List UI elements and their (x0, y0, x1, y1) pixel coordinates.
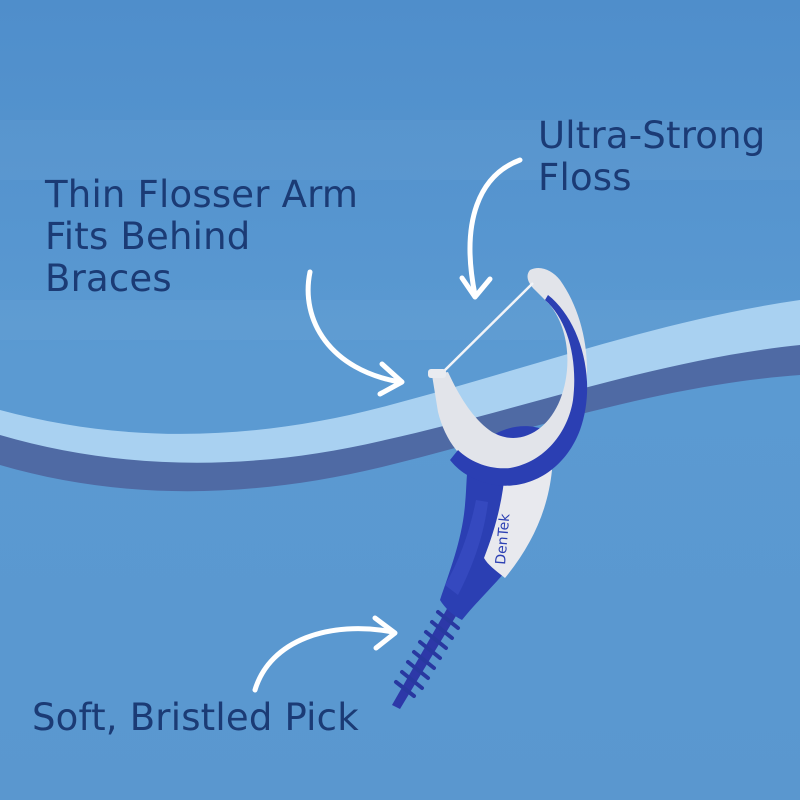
handle-inlay (484, 464, 552, 578)
floss-string (439, 282, 534, 376)
handle-grip (445, 500, 488, 595)
label-thin-flosser-arm: Thin Flosser Arm Fits Behind Braces (45, 173, 359, 300)
label-soft-bristled-pick: Soft, Bristled Pick (32, 696, 359, 739)
bristle-pick (392, 600, 462, 709)
flosser-arm-trim (450, 295, 588, 486)
wave-light (0, 300, 800, 463)
brand-logo: DenTek (493, 512, 513, 565)
flosser-arm (432, 268, 588, 474)
label-ultra-strong-floss: Ultra-Strong Floss (538, 114, 766, 199)
arm-tip (428, 369, 446, 378)
